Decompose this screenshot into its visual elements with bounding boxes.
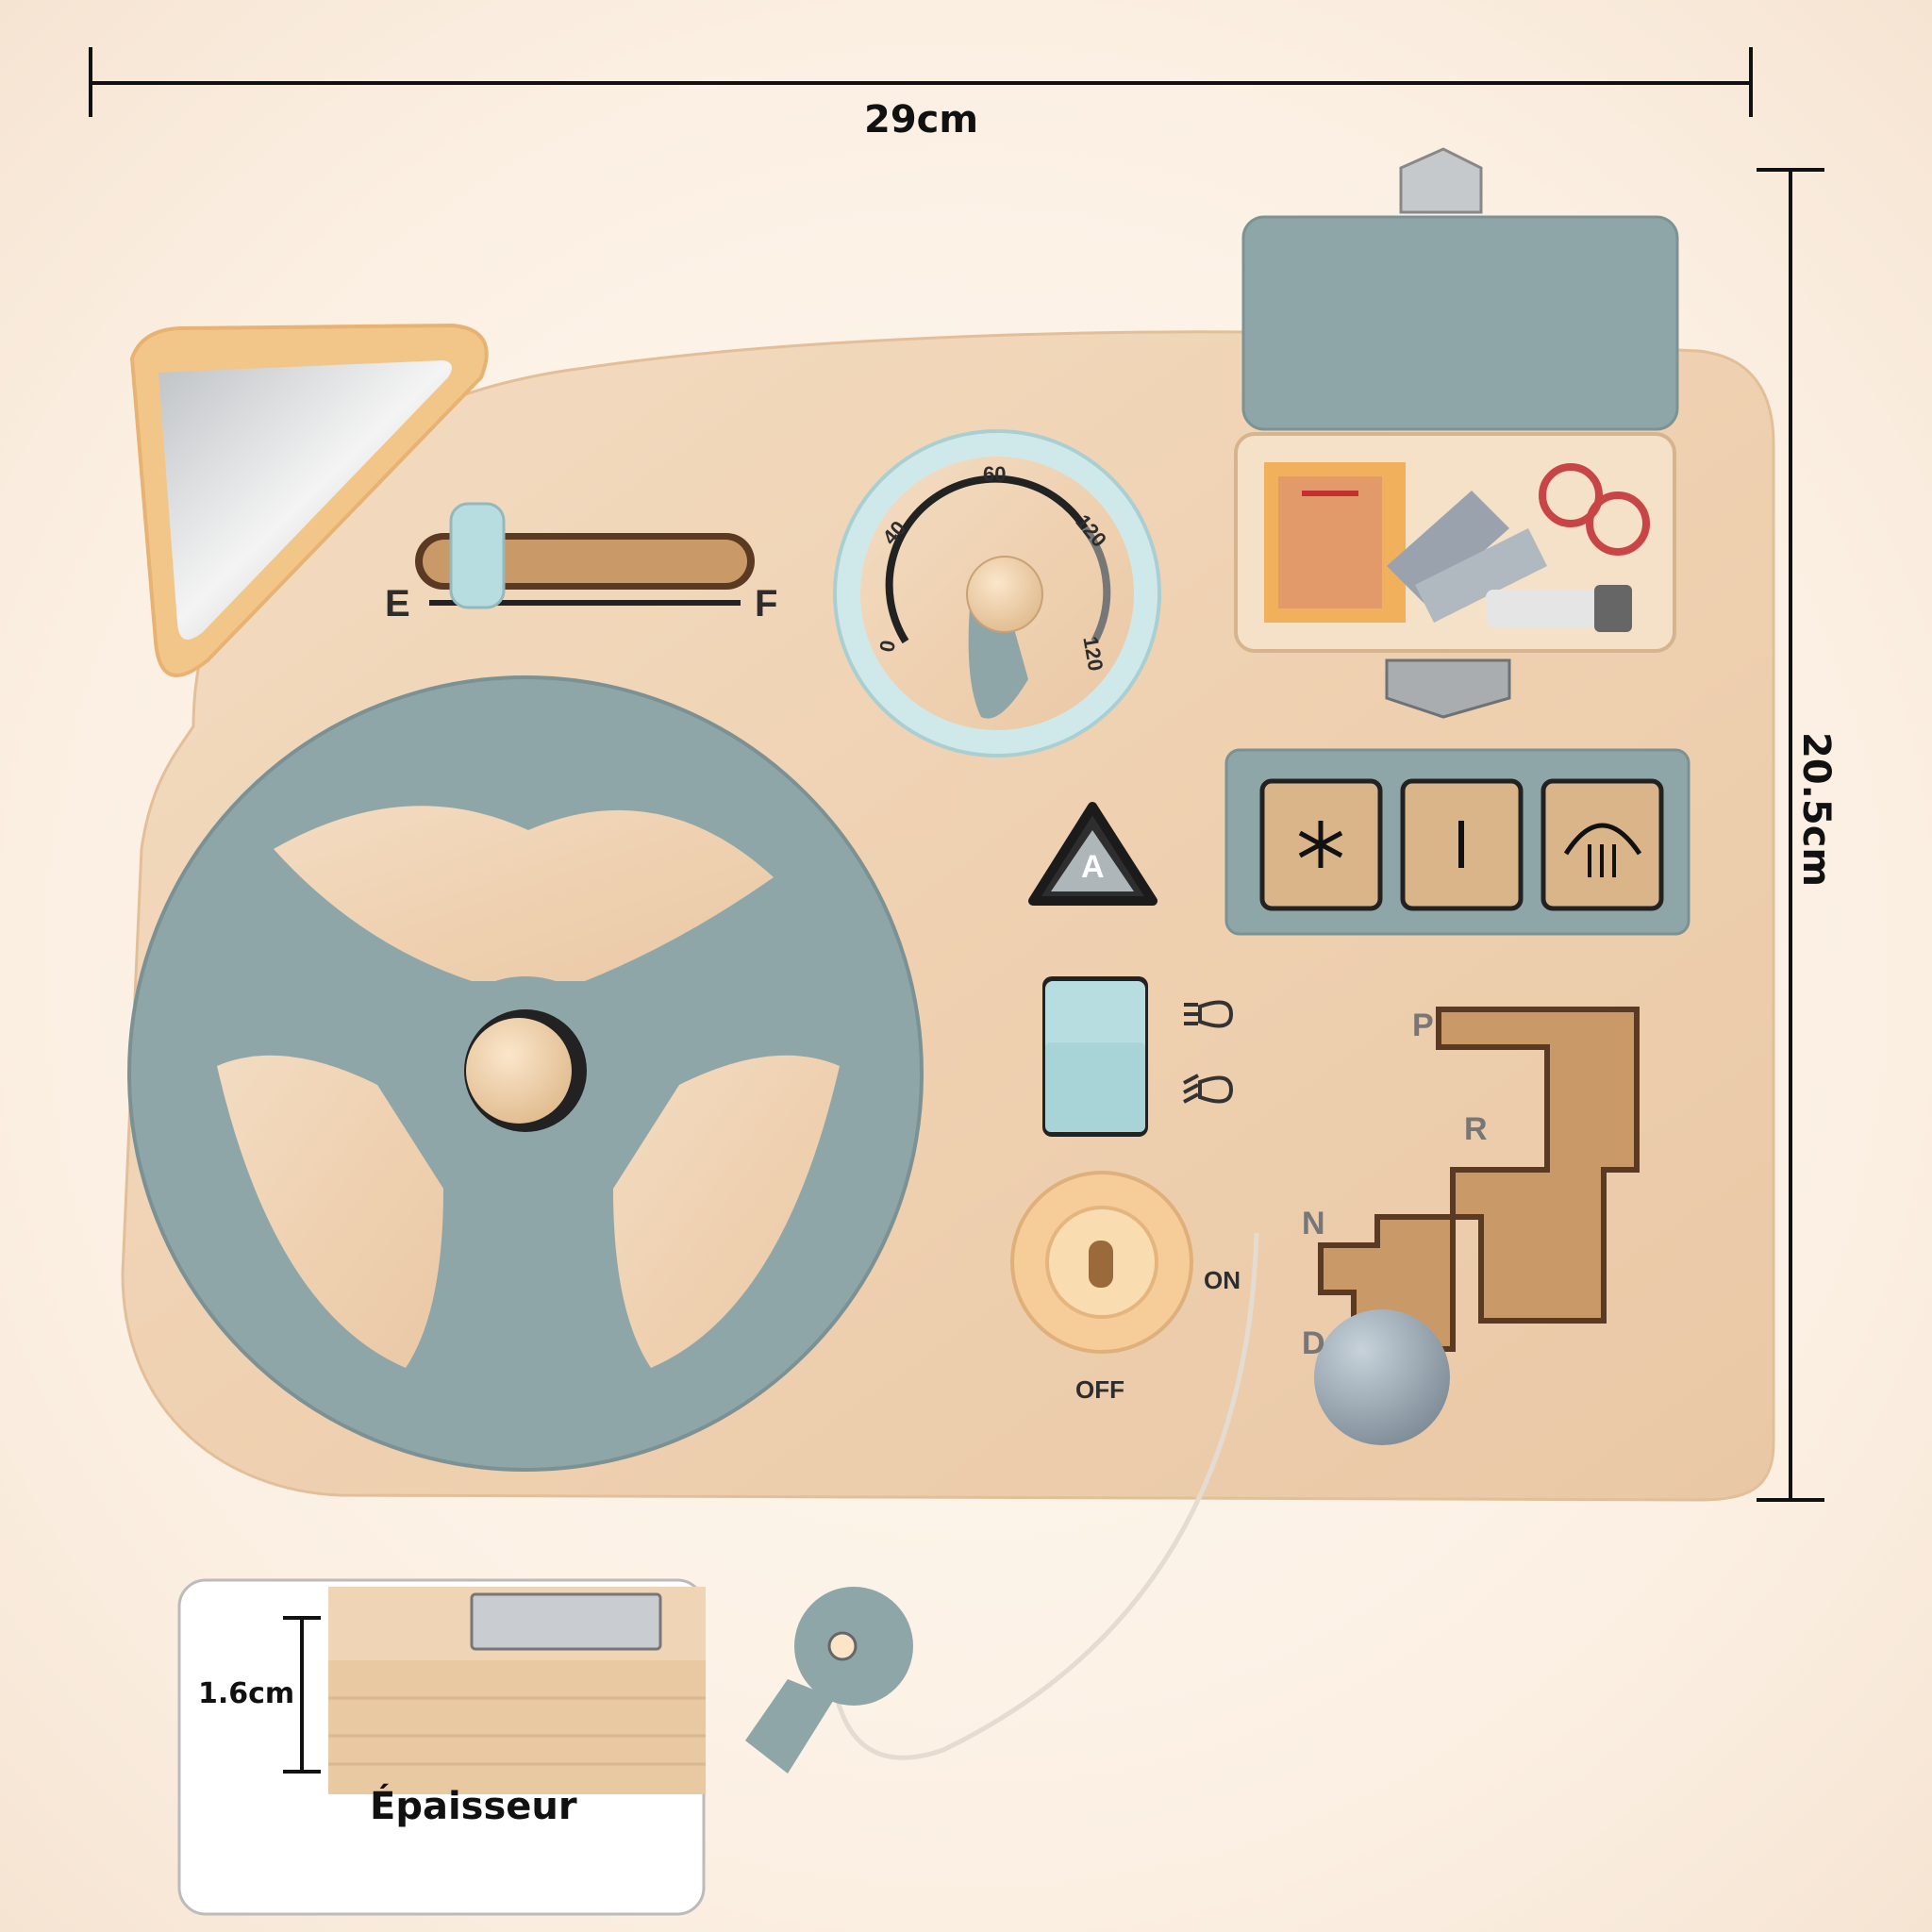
fuel-slider [415,502,755,609]
thickness-label: 1.6cm [198,1677,295,1710]
fuel-full-label: F [755,583,778,625]
thickness-inset [177,1578,706,1916]
gear-shift-slot [1314,1007,1640,1445]
gear-label-n: N [1302,1206,1325,1241]
headlight-switch [1042,976,1148,1137]
ignition-lock [1010,1171,1193,1354]
hazard-button [1028,802,1158,906]
snowflake-icon [1298,821,1343,868]
mirror [129,323,489,677]
gear-label-d: D [1302,1325,1325,1361]
low-beam-icon [1183,1074,1234,1104]
hazard-letter: A [1081,849,1105,885]
width-dimension-label: 29cm [864,98,979,142]
defroster-icon [1563,823,1642,877]
glove-box [1234,147,1679,719]
ignition-off-label: OFF [1075,1375,1124,1404]
high-beam-icon [1184,1000,1234,1028]
thickness-caption: Épaisseur [370,1785,577,1828]
ignition-key [745,1232,1259,1774]
gear-label-p: P [1412,1008,1434,1043]
ignition-on-label: ON [1204,1266,1241,1294]
gear-label-r: R [1464,1111,1488,1147]
steering-wheel [127,675,924,1472]
switch-panel [1224,748,1690,936]
speedometer-tick-60: 60 [983,462,1007,486]
fuel-empty-label: E [385,583,410,625]
speedometer [833,429,1161,758]
